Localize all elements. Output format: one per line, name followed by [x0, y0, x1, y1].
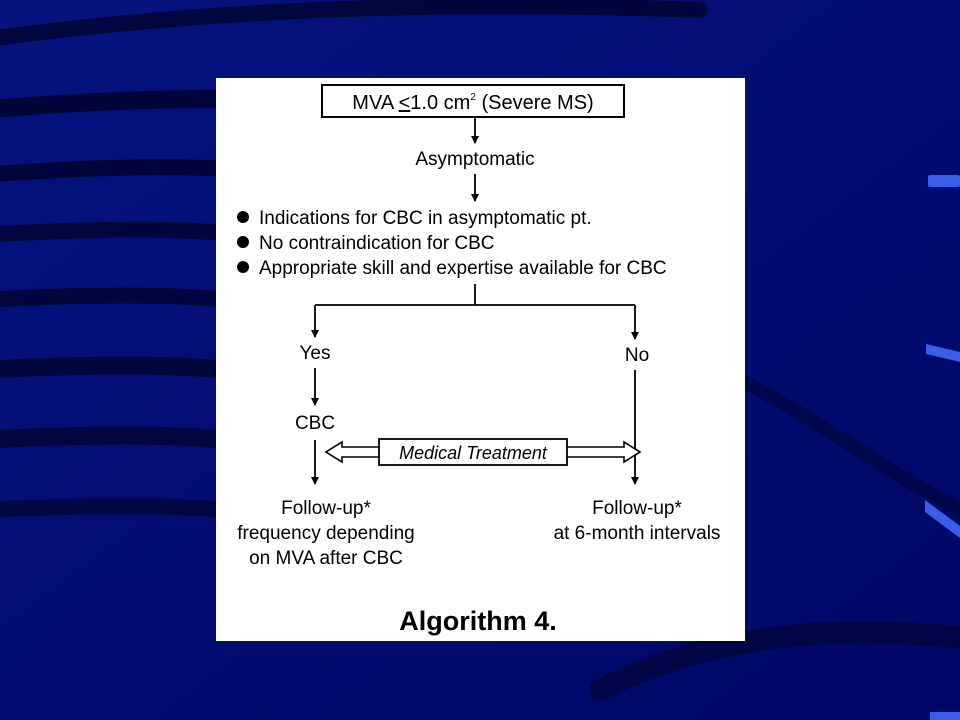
mva-box — [321, 84, 625, 118]
bullet-icon — [237, 261, 249, 273]
criterion-item: Appropriate skill and expertise availabl… — [259, 258, 667, 279]
algorithm-figure: MVA <1.0 cm2 (Severe MS) Asymptomatic In… — [216, 78, 745, 641]
criterion-item: Indications for CBC in asymptomatic pt. — [259, 208, 592, 229]
algorithm-caption: Algorithm 4. — [399, 606, 557, 636]
left-outcome-line: on MVA after CBC — [249, 548, 403, 569]
left-outcome-line: frequency depending — [237, 523, 414, 544]
bullet-icon — [237, 236, 249, 248]
medical-treatment-double-arrow: Medical Treatment — [324, 438, 642, 466]
mitral-stenosis-flowchart: MVA <1.0 cm2 (Severe MS) Asymptomatic In… — [237, 84, 721, 636]
no-label: No — [625, 345, 649, 366]
asymptomatic-label: Asymptomatic — [415, 149, 534, 170]
accent-marks — [925, 175, 960, 720]
cbc-label: CBC — [295, 413, 335, 434]
mva-box-label: MVA <1.0 cm2 (Severe MS) — [352, 92, 593, 114]
right-outcome-line: at 6-month intervals — [554, 523, 721, 544]
right-outcome-line: Follow-up* — [592, 498, 682, 519]
less-or-equal-symbol: < — [399, 92, 411, 114]
medical-treatment-label: Medical Treatment — [399, 443, 548, 463]
bullet-icon — [237, 211, 249, 223]
criterion-item: No contraindication for CBC — [259, 233, 495, 254]
medical-treatment-box — [378, 438, 568, 466]
yes-label: Yes — [300, 343, 331, 364]
left-outcome-line: Follow-up* — [281, 498, 371, 519]
